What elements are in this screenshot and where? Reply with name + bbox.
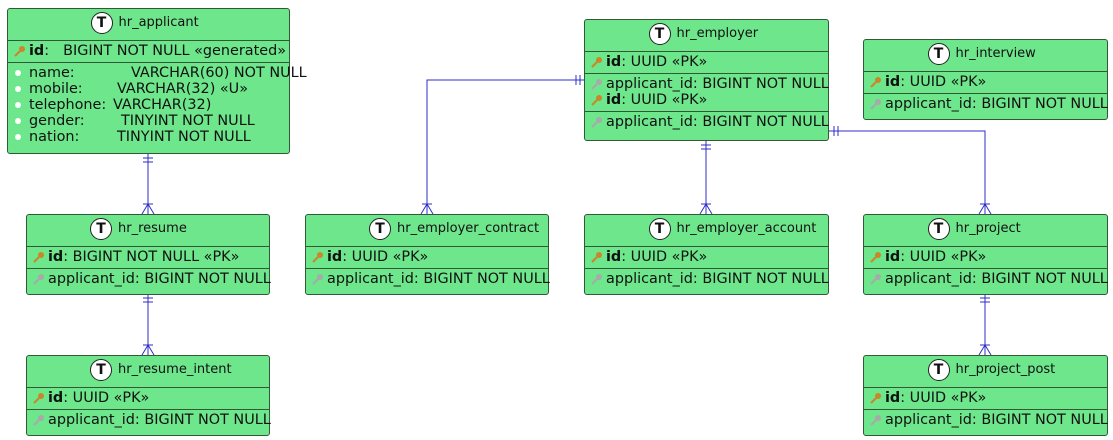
- key-icon: [33, 251, 45, 263]
- field-bullet-icon: [15, 70, 21, 76]
- primary-key-row: id: UUID «PK»: [585, 249, 828, 265]
- foreign-key-row: applicant_id: BIGINT NOT NULL: [585, 76, 829, 92]
- foreign-key-icon: [870, 98, 882, 110]
- link-employer-project: [829, 126, 992, 215]
- key-icon: [591, 56, 603, 68]
- table-badge-icon: T: [648, 23, 671, 45]
- primary-key-row: id: UUID «PK»: [864, 390, 1107, 406]
- foreign-key-row: applicant_id: BIGINT NOT NULL: [306, 271, 550, 287]
- entity-title: hr_project_post: [955, 362, 1056, 377]
- foreign-key-icon: [312, 273, 324, 285]
- entity-hr-employer-account[interactable]: T hr_employer_account id: UUID «PK» appl…: [584, 214, 829, 295]
- foreign-key-icon: [870, 414, 882, 426]
- table-badge-icon: T: [927, 359, 950, 381]
- entity-hr-interview[interactable]: T hr_interview id: UUID «PK» applicant_i…: [863, 39, 1108, 120]
- foreign-key-row: applicant_id: BIGINT NOT NULL: [27, 412, 271, 428]
- entity-header: T hr_project_post: [864, 356, 1107, 387]
- table-badge-icon: T: [369, 218, 391, 240]
- entity-title: hr_applicant: [118, 15, 199, 30]
- foreign-key-row: applicant_id: BIGINT NOT NULL: [27, 271, 271, 287]
- field-bullet-icon: [15, 102, 21, 108]
- field-bullet-icon: [15, 86, 21, 92]
- foreign-key-row: applicant_id: BIGINT NOT NULL: [864, 412, 1108, 428]
- entity-header: T hr_employer_account: [585, 215, 828, 246]
- foreign-key-row: applicant_id: BIGINT NOT NULL: [585, 114, 829, 130]
- foreign-key-icon: [870, 273, 882, 285]
- entity-header: T hr_resume: [27, 215, 269, 246]
- foreign-key-row: applicant_id: BIGINT NOT NULL: [864, 271, 1108, 287]
- entity-header: T hr_interview: [864, 40, 1107, 71]
- field-row: mobile:VARCHAR(32) «U»: [8, 81, 289, 97]
- field-row: gender:TINYINT NOT NULL: [8, 113, 289, 129]
- key-icon: [591, 94, 603, 106]
- table-badge-icon: T: [90, 218, 112, 240]
- entity-hr-resume-intent[interactable]: T hr_resume_intent id: UUID «PK» applica…: [26, 355, 271, 436]
- entity-title: hr_employer_contract: [397, 221, 540, 236]
- entity-title: hr_interview: [955, 46, 1036, 61]
- entity-header: T hr_employer: [585, 20, 828, 51]
- entity-header: T hr_applicant: [8, 9, 289, 40]
- entity-title: hr_resume: [118, 221, 187, 236]
- key-icon: [870, 251, 882, 263]
- entity-title: hr_resume_intent: [118, 362, 232, 377]
- key-icon: [591, 251, 603, 263]
- entity-hr-resume[interactable]: T hr_resume id: BIGINT NOT NULL «PK» app…: [26, 214, 271, 295]
- entity-title: hr_employer: [676, 26, 759, 41]
- entity-hr-project-post[interactable]: T hr_project_post id: UUID «PK» applican…: [863, 355, 1108, 436]
- table-badge-icon: T: [927, 43, 950, 65]
- field-row: telephone:VARCHAR(32): [8, 97, 289, 113]
- foreign-key-row: applicant_id: BIGINT NOT NULL: [864, 96, 1108, 112]
- foreign-key-icon: [591, 78, 603, 90]
- entity-title: hr_employer_account: [676, 221, 817, 236]
- link-project-post: [978, 295, 992, 356]
- entity-hr-applicant[interactable]: T hr_applicant id:BIGINT NOT NULL «gener…: [7, 8, 307, 154]
- field-row: nation:TINYINT NOT NULL: [8, 129, 289, 145]
- primary-key-row: id: BIGINT NOT NULL «PK»: [27, 249, 269, 265]
- entity-header: T hr_project: [864, 215, 1107, 246]
- key-icon: [14, 45, 26, 57]
- primary-key-row: id: UUID «PK»: [306, 249, 548, 265]
- entity-hr-employer-contract[interactable]: T hr_employer_contract id: UUID «PK» app…: [305, 214, 550, 295]
- primary-key-row: id: UUID «PK»: [864, 74, 1107, 90]
- link-employer-account: [699, 141, 713, 215]
- primary-key-row: id:BIGINT NOT NULL «generated»: [8, 43, 289, 59]
- field-bullet-icon: [15, 118, 21, 124]
- field-row: name:VARCHAR(60) NOT NULL: [8, 65, 307, 81]
- entity-hr-employer[interactable]: T hr_employer id: UUID «PK» applicant_id…: [584, 19, 829, 141]
- link-applicant-resume: [141, 153, 155, 215]
- link-employer-contract: [420, 75, 585, 215]
- table-badge-icon: T: [927, 218, 950, 240]
- primary-key-row: id: UUID «PK»: [585, 92, 828, 108]
- key-icon: [33, 392, 45, 404]
- foreign-key-icon: [591, 116, 603, 128]
- link-resume-intent: [141, 295, 155, 356]
- foreign-key-icon: [33, 273, 45, 285]
- table-badge-icon: T: [648, 218, 671, 240]
- primary-key-row: id: UUID «PK»: [585, 54, 828, 70]
- foreign-key-icon: [33, 414, 45, 426]
- primary-key-row: id: UUID «PK»: [27, 390, 269, 406]
- table-badge-icon: T: [90, 12, 113, 34]
- foreign-key-icon: [591, 273, 603, 285]
- entity-hr-project[interactable]: T hr_project id: UUID «PK» applicant_id:…: [863, 214, 1108, 295]
- entity-header: T hr_resume_intent: [27, 356, 269, 387]
- key-icon: [870, 76, 882, 88]
- table-badge-icon: T: [90, 359, 112, 381]
- key-icon: [870, 392, 882, 404]
- entity-header: T hr_employer_contract: [306, 215, 548, 246]
- foreign-key-row: applicant_id: BIGINT NOT NULL: [585, 271, 829, 287]
- key-icon: [312, 251, 324, 263]
- entity-title: hr_project: [955, 221, 1021, 236]
- primary-key-row: id: UUID «PK»: [864, 249, 1107, 265]
- field-bullet-icon: [15, 134, 21, 140]
